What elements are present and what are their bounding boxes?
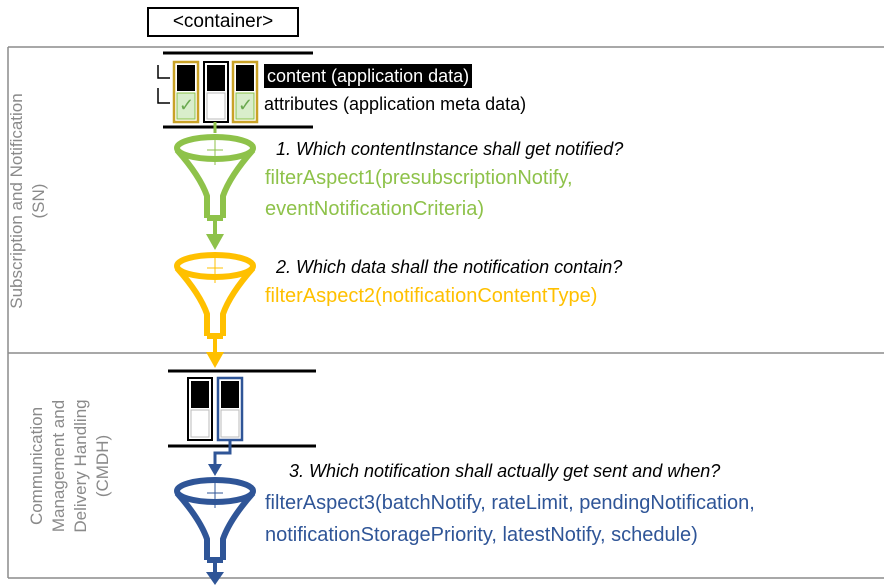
funnel-2-guides <box>207 255 223 283</box>
cmdh-column-1-outline <box>187 377 213 441</box>
step-2-question: 2. Which data shall the notification con… <box>276 257 623 277</box>
column-3-attributes <box>235 92 255 120</box>
funnel-1-guides <box>207 137 223 165</box>
arrow-down-icon <box>208 464 222 476</box>
cmdh-lane-label-line3: Delivery Handling <box>71 399 90 533</box>
container-resource-sn <box>157 51 313 129</box>
lane-borders <box>7 46 884 579</box>
column-3-outline <box>231 60 259 124</box>
step-1-filter-line1: filterAspect1(presubscriptionNotify, <box>265 167 573 189</box>
cmdh-column-1-content <box>191 381 209 408</box>
step-2-filter-line1: filterAspect2(notificationContentType) <box>265 285 598 307</box>
checkmark-icon: ✓ <box>238 95 254 115</box>
step-1-question: 1. Which contentInstance shall get notif… <box>276 139 624 159</box>
funnel-3-body <box>174 491 256 560</box>
arrow-down-icon <box>206 572 224 585</box>
checkmark-icon: ✓ <box>179 95 195 115</box>
funnel-1-body <box>174 148 256 218</box>
cmdh-lane-label-line2: Management and <box>49 399 68 533</box>
step-3-filter-line2: notificationStoragePriority, latestNotif… <box>265 524 698 546</box>
attributes-bracket <box>157 88 170 104</box>
arrow-down-icon <box>206 234 224 250</box>
content-legend-label: content (application data) <box>264 64 473 88</box>
attributes-legend-label: attributes (application meta data) <box>264 94 527 114</box>
cmdh-column-1-attributes <box>190 409 210 438</box>
cmdh-column-2-content <box>221 381 239 408</box>
step-3-question: 3. Which notification shall actually get… <box>289 461 721 481</box>
arrow-down-icon <box>206 352 224 368</box>
column-3-content <box>236 65 254 91</box>
sn-lane-label-line1: Subscription and Notification <box>7 93 26 309</box>
sn-lane-label-line2: (SN) <box>29 183 48 219</box>
column-2-attributes <box>206 92 226 120</box>
sn-lane-label: Subscription and Notification (SN) <box>6 93 50 308</box>
step-1-filter-line2: eventNotificationCriteria) <box>265 198 484 220</box>
container-label-box: <container> <box>147 7 299 37</box>
column-1-attributes <box>176 92 196 120</box>
connector-block-funnel3 <box>213 440 232 466</box>
cmdh-column-2-attributes <box>220 409 240 438</box>
funnel-2-body <box>174 266 256 336</box>
column-1-outline <box>172 60 200 124</box>
cmdh-lane-label: Communication Management and Delivery Ha… <box>26 399 114 532</box>
column-1-content <box>177 65 195 91</box>
funnel-3-guides <box>207 480 223 508</box>
cmdh-lane-label-line4: (CMDH) <box>93 434 112 498</box>
cmdh-lane-label-line1: Communication <box>27 406 46 526</box>
column-2-content <box>207 65 225 91</box>
content-bracket <box>157 65 170 79</box>
step-3-filter-line1: filterAspect3(batchNotify, rateLimit, pe… <box>265 492 755 514</box>
container-label: <container> <box>172 11 274 32</box>
container-resource-cmdh <box>168 369 316 448</box>
